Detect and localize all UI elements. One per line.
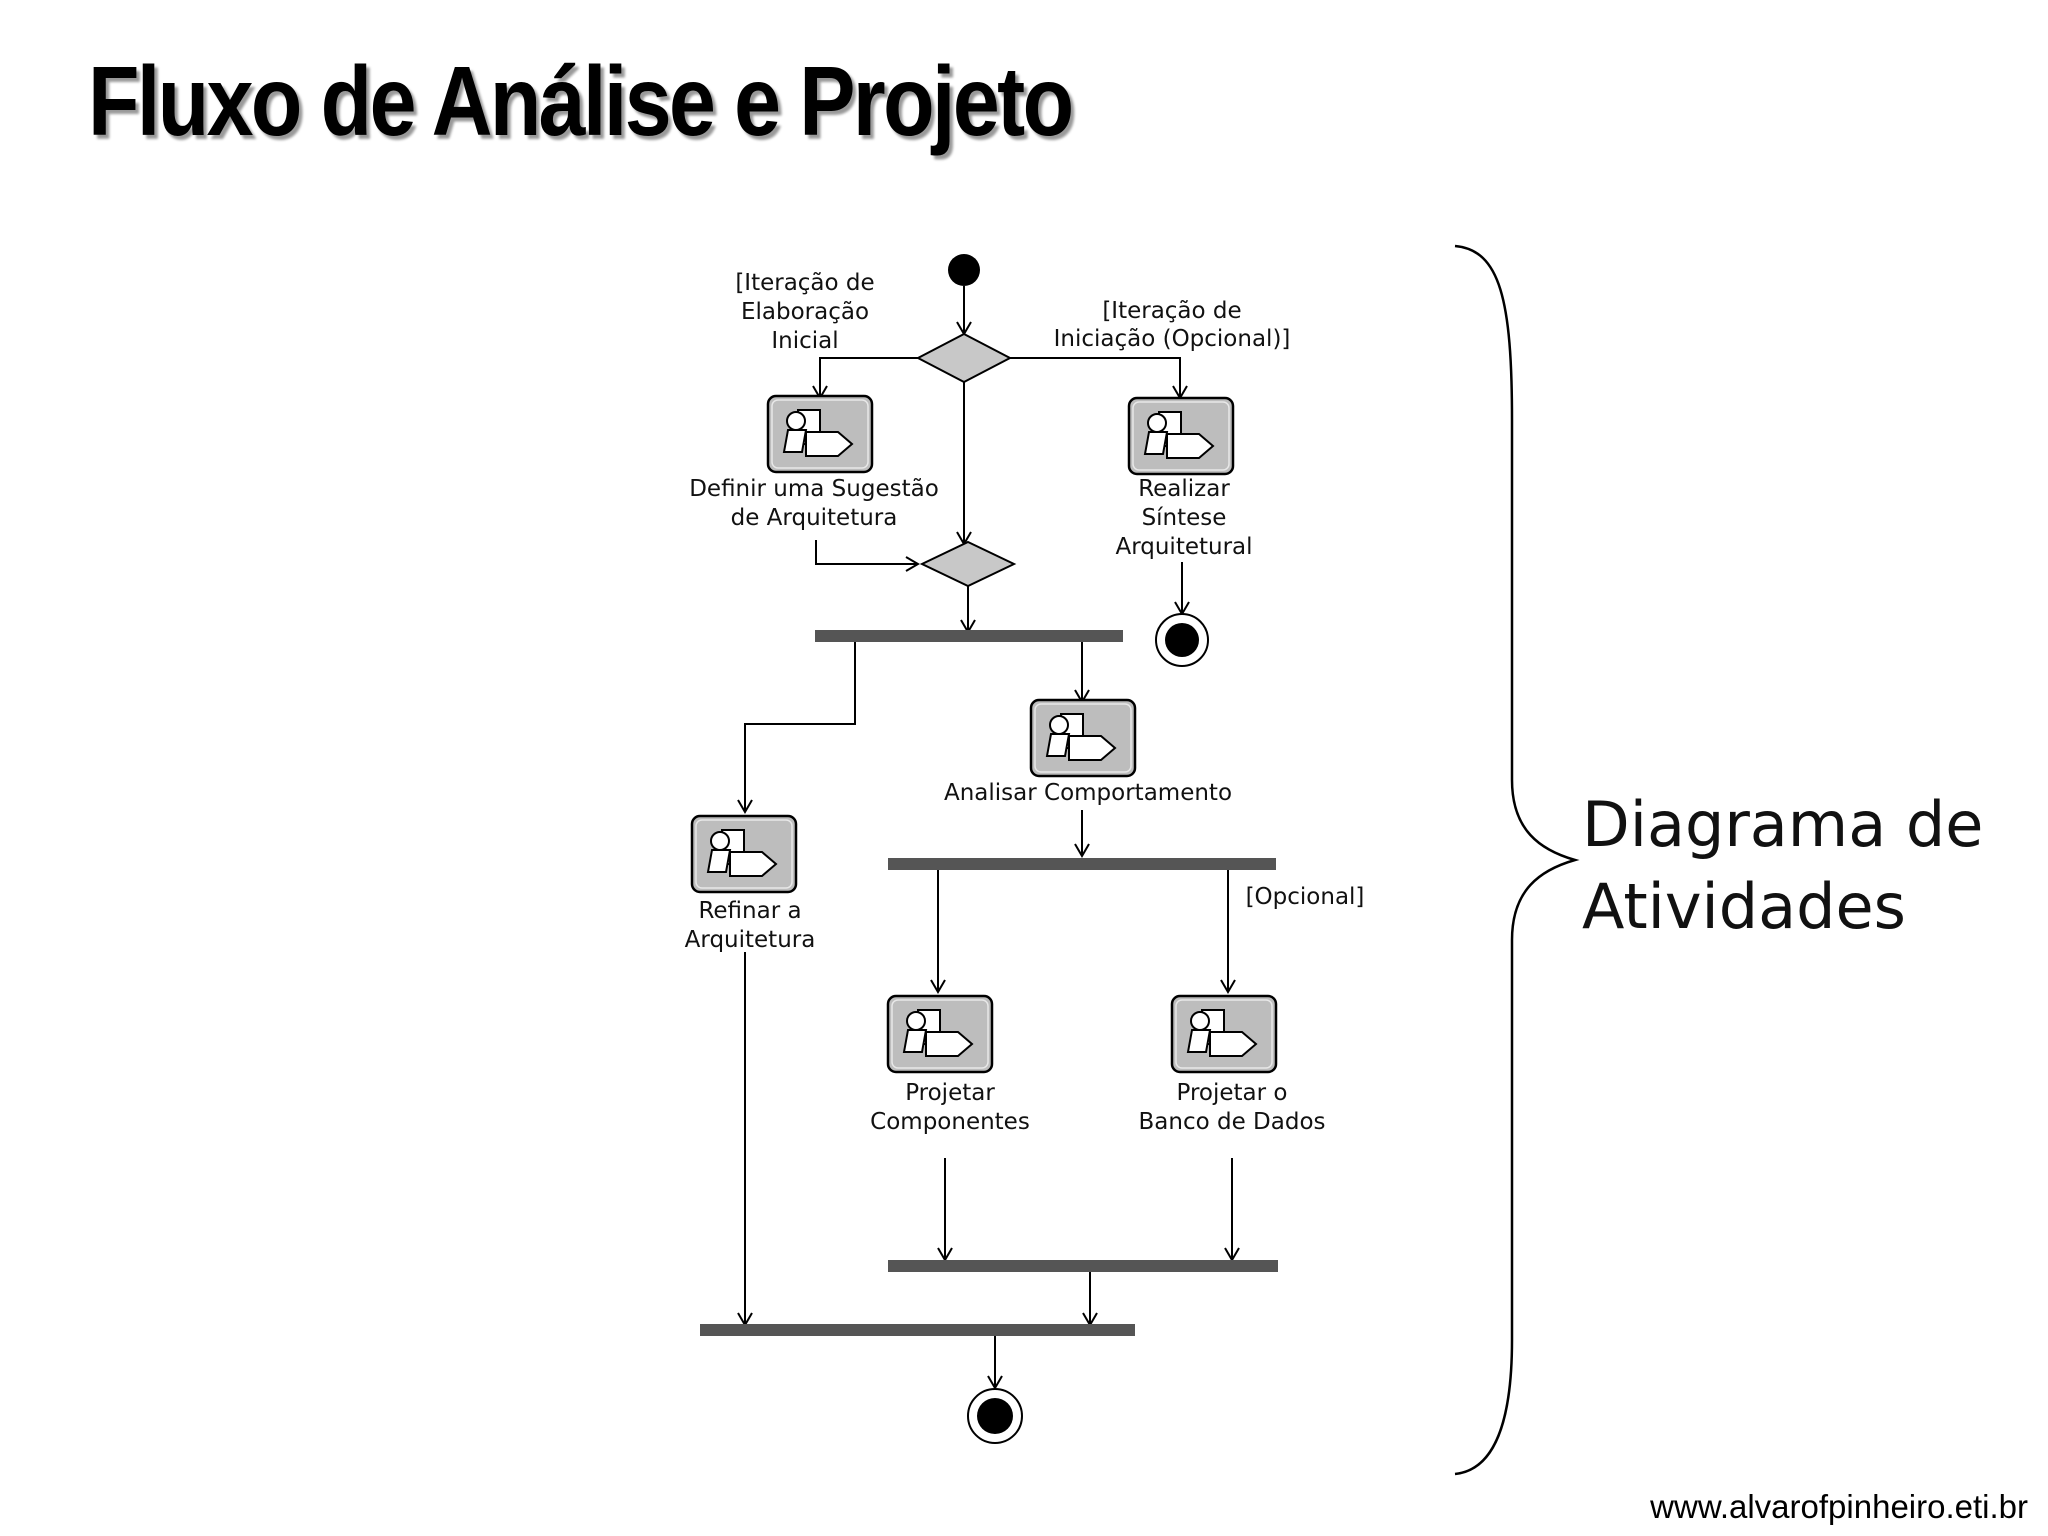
guard-opcional: [Opcional] bbox=[1246, 884, 1365, 910]
activity-label-comportamento: Analisar Comportamento bbox=[944, 780, 1232, 806]
side-label-line1: Diagrama de bbox=[1582, 788, 1983, 861]
activity-label-refinar-line2: Arquitetura bbox=[685, 927, 816, 953]
activity-label-banco-line2: Banco de Dados bbox=[1139, 1109, 1326, 1135]
activity-label-sintese-line3: Arquitetural bbox=[1115, 534, 1252, 560]
activity-icon-comportamento bbox=[1029, 698, 1137, 778]
activity-label-banco-line1: Projetar o bbox=[1177, 1080, 1288, 1106]
join-bar-1 bbox=[888, 1260, 1278, 1272]
fork-bar-1 bbox=[815, 630, 1123, 642]
website-url: www.alvarofpinheiro.eti.br bbox=[1650, 1488, 2028, 1525]
activity-label-sintese-line2: Síntese bbox=[1142, 505, 1227, 531]
activity-icon-refinar bbox=[690, 814, 798, 894]
start-node bbox=[948, 254, 980, 286]
activity-label-sugestao-line1: Definir uma Sugestão bbox=[689, 476, 939, 502]
guard-elaboracao-line3: Inicial bbox=[771, 328, 838, 354]
page-title: Fluxo de Análise e Projeto bbox=[88, 46, 1074, 156]
guard-elaboracao-line2: Elaboração bbox=[741, 299, 869, 325]
activity-icon-sugestao bbox=[766, 394, 874, 474]
decision-node-1 bbox=[915, 332, 1013, 384]
activity-icon-componentes bbox=[886, 994, 994, 1074]
decision-node-2 bbox=[919, 540, 1017, 588]
end-node-sintese bbox=[1155, 613, 1209, 667]
activity-label-refinar-line1: Refinar a bbox=[698, 898, 801, 924]
activity-label-componentes-line1: Projetar bbox=[905, 1080, 995, 1106]
fork-bar-2 bbox=[888, 858, 1276, 870]
side-label-line2: Atividades bbox=[1582, 870, 1906, 943]
guard-elaboracao-line1: [Iteração de bbox=[735, 270, 874, 296]
join-bar-2 bbox=[700, 1324, 1135, 1336]
activity-icon-banco bbox=[1170, 994, 1278, 1074]
activity-label-sintese-line1: Realizar bbox=[1138, 476, 1230, 502]
guard-iniciacao-line1: [Iteração de bbox=[1102, 298, 1241, 324]
activity-label-sugestao-line2: de Arquitetura bbox=[731, 505, 898, 531]
activity-icon-sintese bbox=[1127, 396, 1235, 476]
end-node-final bbox=[967, 1388, 1023, 1444]
activity-label-componentes-line2: Componentes bbox=[870, 1109, 1030, 1135]
brace-icon bbox=[1454, 244, 1580, 1476]
guard-iniciacao-line2: Iniciação (Opcional)] bbox=[1054, 326, 1291, 352]
